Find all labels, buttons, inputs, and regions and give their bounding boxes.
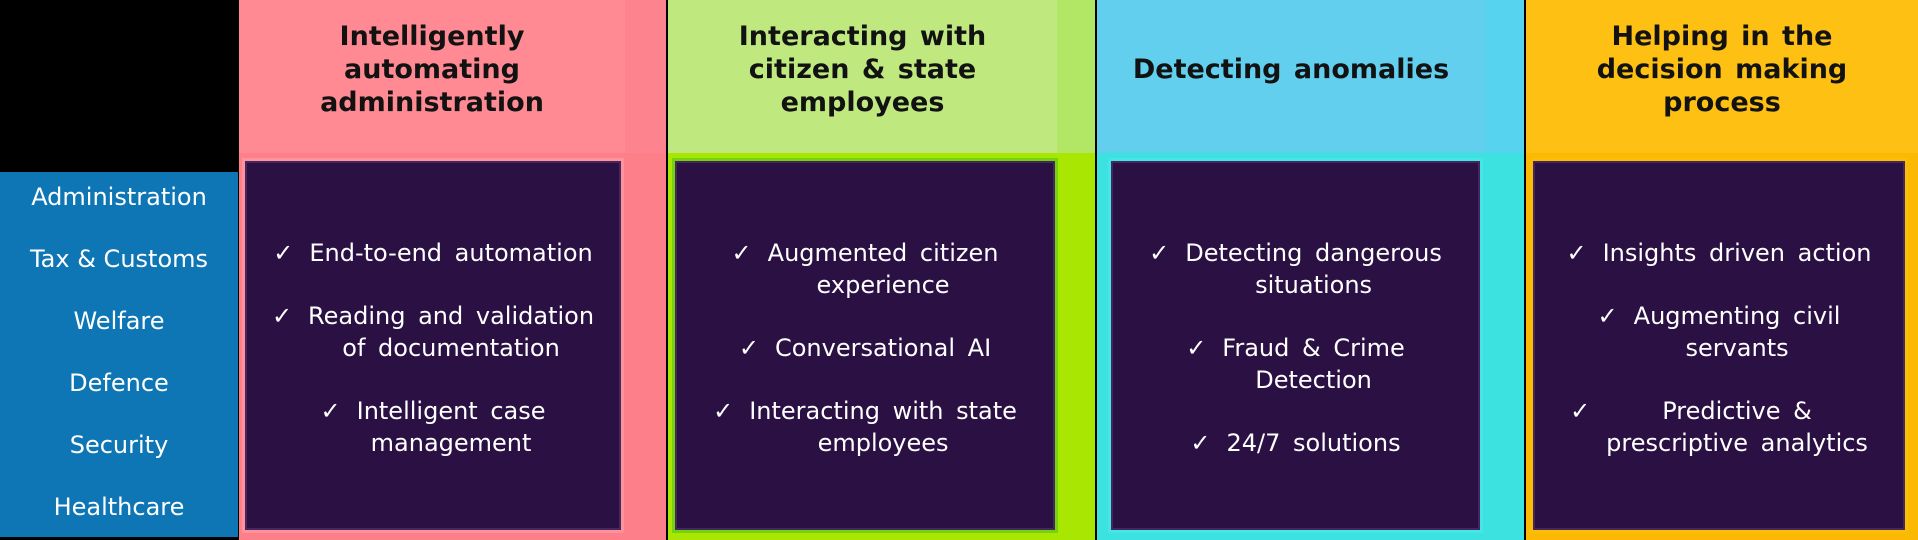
list-item: ✓ Predictive & prescriptive analytics: [1547, 395, 1891, 459]
list-item-label: Insights driven action: [1602, 239, 1872, 267]
list-item-label: Detecting dangerous situations: [1185, 239, 1442, 299]
column-title: Interacting with citizen & state employe…: [738, 21, 987, 118]
sidebar-item-tax-customs: Tax & Customs: [29, 245, 209, 273]
check-icon: ✓: [1186, 334, 1207, 362]
list-item-label: Augmenting civil servants: [1633, 302, 1841, 362]
check-icon: ✓: [320, 397, 341, 425]
column-body: ✓ End-to-end automation ✓ Reading and va…: [239, 153, 666, 540]
sidebar-item-healthcare: Healthcare: [53, 493, 185, 521]
column-header-band: Helping in the decision making process: [1526, 0, 1918, 153]
column-title: Helping in the decision making process: [1596, 21, 1848, 118]
check-icon: ✓: [1597, 302, 1618, 330]
checklist: ✓ Insights driven action ✓ Augmenting ci…: [1533, 161, 1905, 459]
list-item: ✓ Insights driven action: [1547, 237, 1891, 269]
check-icon: ✓: [1570, 397, 1591, 425]
column-body: ✓ Detecting dangerous situations ✓ Fraud…: [1097, 153, 1524, 540]
column-header-box: Interacting with citizen & state employe…: [668, 0, 1057, 153]
column-body: ✓ Insights driven action ✓ Augmenting ci…: [1526, 153, 1918, 540]
list-item: ✓ Fraud & Crime Detection: [1125, 332, 1466, 396]
column-title: Intelligently automating administration: [320, 21, 544, 118]
checklist: ✓ Augmented citizen experience ✓ Convers…: [675, 161, 1055, 459]
column-header-box: Detecting anomalies: [1097, 0, 1485, 153]
column-header-band: Intelligently automating administration: [239, 0, 666, 153]
check-icon: ✓: [713, 397, 734, 425]
sidebar-item-defence: Defence: [69, 369, 169, 397]
check-icon: ✓: [271, 302, 293, 330]
checklist: ✓ End-to-end automation ✓ Reading and va…: [245, 161, 621, 459]
list-item: ✓ 24/7 solutions: [1125, 427, 1466, 459]
check-icon: ✓: [1149, 239, 1170, 267]
list-item-label: Fraud & Crime Detection: [1222, 334, 1405, 394]
column-header-box: Intelligently automating administration: [239, 0, 625, 153]
content-box: ✓ Detecting dangerous situations ✓ Fraud…: [1108, 158, 1483, 533]
list-item: ✓ Augmenting civil servants: [1547, 300, 1891, 364]
list-item-label: Reading and validation of documentation: [308, 302, 595, 362]
list-item: ✓ Detecting dangerous situations: [1125, 237, 1466, 301]
column-header-band: Interacting with citizen & state employe…: [668, 0, 1095, 153]
sector-sidebar: Administration Tax & Customs Welfare Def…: [0, 172, 238, 537]
list-item-label: End-to-end automation: [309, 239, 593, 267]
list-item: ✓ Augmented citizen experience: [689, 237, 1041, 301]
column-decision-support: Helping in the decision making process ✓…: [1526, 0, 1918, 540]
checklist: ✓ Detecting dangerous situations ✓ Fraud…: [1111, 161, 1480, 459]
list-item: ✓ Intelligent case management: [259, 395, 607, 459]
check-icon: ✓: [273, 239, 294, 267]
column-title: Detecting anomalies: [1132, 54, 1450, 85]
sidebar-item-administration: Administration: [31, 183, 207, 211]
check-icon: ✓: [1190, 429, 1211, 457]
column-body: ✓ Augmented citizen experience ✓ Convers…: [668, 153, 1095, 540]
content-box: ✓ Insights driven action ✓ Augmenting ci…: [1530, 158, 1908, 533]
list-item-label: Intelligent case management: [356, 397, 546, 457]
content-box: ✓ Augmented citizen experience ✓ Convers…: [672, 158, 1058, 533]
column-intelligent-automation: Intelligently automating administration …: [239, 0, 666, 540]
column-anomaly-detection: Detecting anomalies ✓ Detecting dangerou…: [1097, 0, 1524, 540]
check-icon: ✓: [738, 334, 759, 362]
list-item-label: Interacting with state employees: [749, 397, 1017, 457]
list-item-label: 24/7 solutions: [1226, 429, 1401, 457]
list-item-label: Augmented citizen experience: [767, 239, 999, 299]
column-header-band: Detecting anomalies: [1097, 0, 1524, 153]
list-item: ✓ End-to-end automation: [259, 237, 607, 269]
list-item: ✓ Interacting with state employees: [689, 395, 1041, 459]
column-header-box: Helping in the decision making process: [1526, 0, 1918, 153]
column-citizen-interaction: Interacting with citizen & state employe…: [668, 0, 1095, 540]
check-icon: ✓: [731, 239, 752, 267]
content-box: ✓ End-to-end automation ✓ Reading and va…: [242, 158, 624, 533]
sidebar-item-welfare: Welfare: [73, 307, 165, 335]
list-item: ✓ Reading and validation of documentatio…: [259, 300, 607, 364]
sidebar-item-security: Security: [69, 431, 169, 459]
list-item: ✓ Conversational AI: [689, 332, 1041, 364]
list-item-label: Conversational AI: [774, 334, 992, 362]
list-item-label: Predictive & prescriptive analytics: [1606, 397, 1868, 457]
check-icon: ✓: [1566, 239, 1587, 267]
